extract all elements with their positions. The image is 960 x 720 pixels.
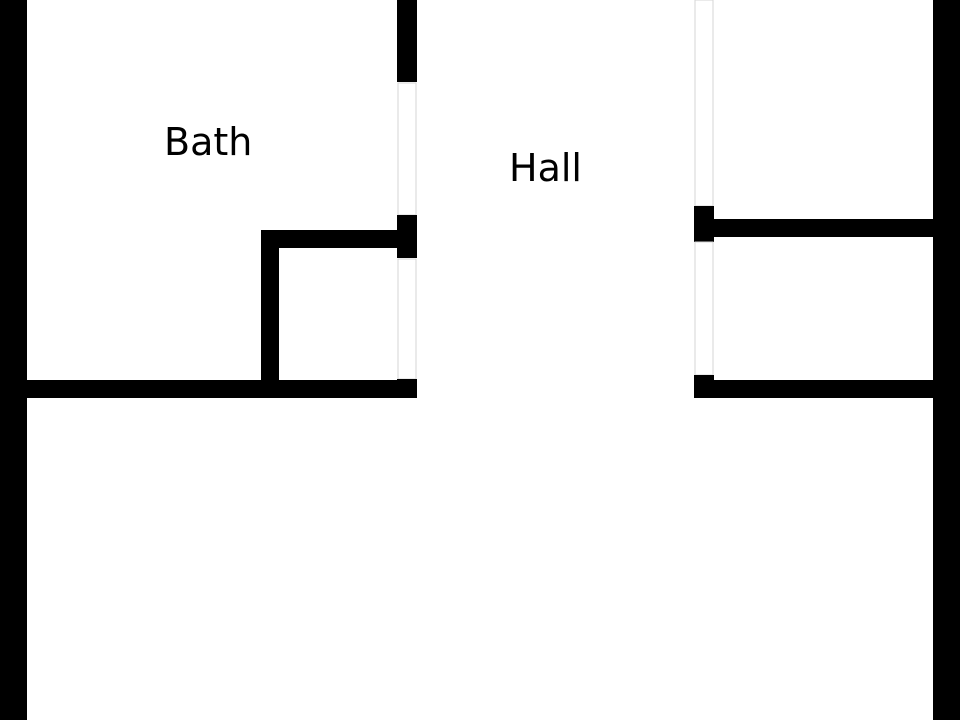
- wall-hall-left-mid: [397, 215, 417, 258]
- wall-right-room-bottom: [694, 380, 933, 398]
- wall-hall-left-top: [397, 0, 417, 82]
- room-label-hall: Hall: [509, 146, 582, 190]
- wall-hall-left-bottom: [397, 379, 417, 398]
- door-bath[interactable]: [397, 82, 417, 216]
- wall-right-rooms-divider: [694, 219, 933, 237]
- wall-hall-right-bottom: [694, 375, 714, 398]
- room-label-bath: Bath: [164, 120, 252, 164]
- wall-bath-bottom: [27, 380, 417, 398]
- wall-hall-right-mid: [694, 206, 714, 242]
- door-right-upper-room[interactable]: [694, 0, 714, 207]
- wall-closet-top: [261, 230, 399, 248]
- wall-closet-left: [261, 230, 279, 398]
- outer-wall-left: [0, 0, 27, 720]
- door-right-lower-room[interactable]: [694, 241, 714, 376]
- outer-wall-right: [933, 0, 960, 720]
- door-closet[interactable]: [397, 258, 417, 380]
